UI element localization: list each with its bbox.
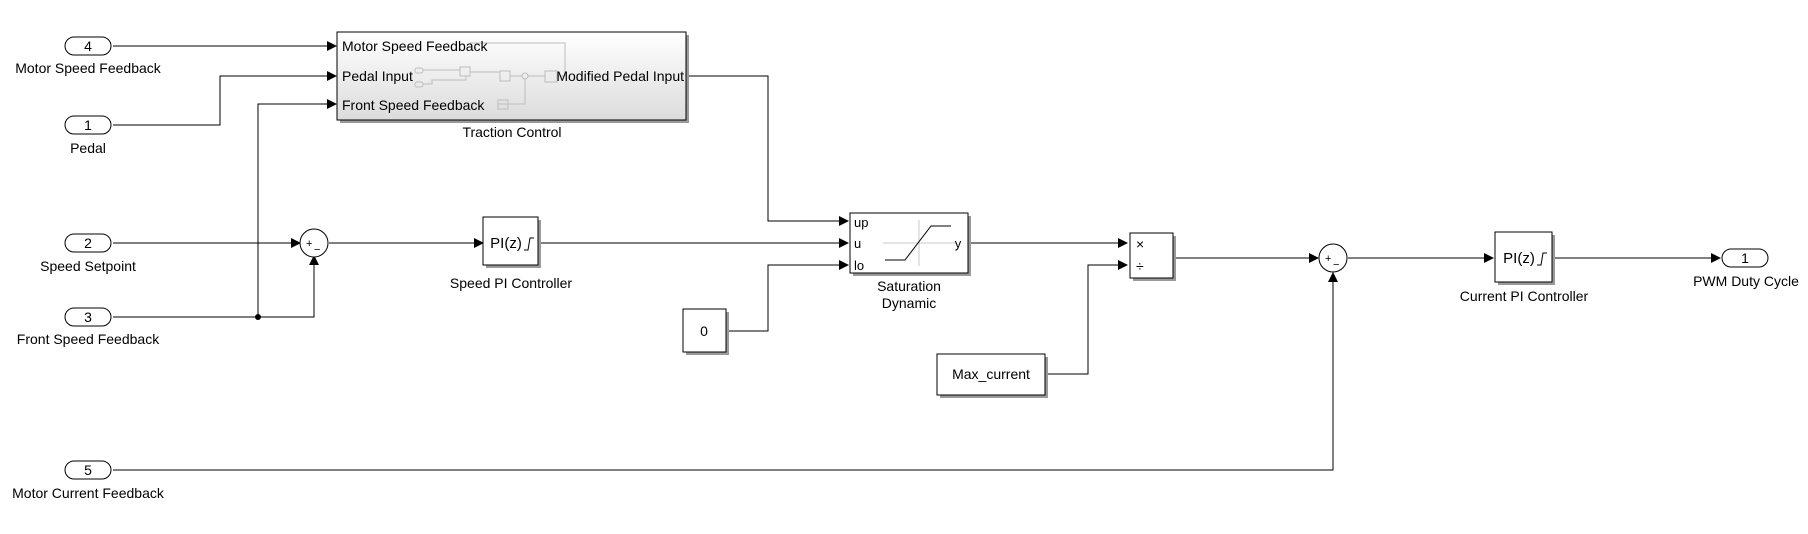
inport-2-label: Speed Setpoint	[40, 258, 136, 274]
saturation-label-line1: Saturation	[877, 278, 941, 294]
wire-front-speed-to-sum[interactable]	[258, 255, 319, 318]
inport-1-label: Pedal	[70, 140, 106, 156]
current-sum-block[interactable]: + −	[1318, 243, 1348, 273]
speed-pi-saturation-icon	[524, 237, 534, 251]
tc-port-motor-speed: Motor Speed Feedback	[342, 38, 489, 54]
current-pi-label: Current PI Controller	[1460, 288, 1589, 304]
inport-5-number: 5	[84, 462, 92, 478]
speed-sum-block[interactable]: + −	[299, 228, 329, 258]
product-block[interactable]: × ÷	[1129, 232, 1176, 281]
inport-2[interactable]: 2 Speed Setpoint	[40, 233, 136, 274]
outport-1-number: 1	[1741, 250, 1749, 266]
speed-sum-minus: −	[314, 244, 320, 256]
speed-pi-text: PI(z)	[490, 235, 522, 252]
outport-1-label: PWM Duty Cycle	[1693, 273, 1799, 289]
wire-front-speed-to-tc[interactable]	[257, 99, 337, 317]
inport-3-number: 3	[84, 309, 92, 325]
inport-4-label: Motor Speed Feedback	[15, 60, 162, 76]
sat-port-up: up	[854, 215, 868, 230]
max-current-block[interactable]: Max_current	[936, 353, 1048, 398]
wire-max-current[interactable]	[1046, 260, 1128, 375]
wire-zero[interactable]	[724, 260, 849, 332]
saturation-dynamic-block[interactable]: up u lo y Saturation Dynamic	[849, 212, 971, 311]
inport-3-label: Front Speed Feedback	[17, 331, 160, 347]
inport-4[interactable]: 4 Motor Speed Feedback	[15, 36, 162, 76]
sat-port-lo: lo	[854, 258, 864, 273]
speed-sum-plus: +	[306, 238, 312, 250]
sat-port-u: u	[854, 236, 861, 251]
signal-lines	[113, 41, 1721, 471]
inport-2-number: 2	[84, 235, 92, 251]
current-sum-plus: +	[1325, 253, 1331, 265]
max-current-value: Max_current	[952, 366, 1030, 382]
current-sum-minus: −	[1333, 259, 1339, 271]
wire-pedal[interactable]	[113, 71, 337, 126]
inport-3[interactable]: 3 Front Speed Feedback	[17, 307, 160, 347]
current-pi-saturation-icon	[1537, 252, 1547, 266]
tc-port-pedal-input: Pedal Input	[342, 68, 413, 84]
current-pi-controller[interactable]: PI(z) Current PI Controller	[1460, 231, 1589, 304]
inport-4-number: 4	[84, 38, 92, 54]
speed-pi-controller[interactable]: PI(z) Speed PI Controller	[450, 216, 573, 291]
inport-1-number: 1	[84, 117, 92, 133]
wire-modified-pedal[interactable]	[688, 75, 849, 226]
saturation-curve-icon	[885, 225, 951, 261]
inport-5[interactable]: 5 Motor Current Feedback	[12, 460, 165, 501]
inport-5-label: Motor Current Feedback	[12, 485, 165, 501]
tc-port-modified-pedal: Modified Pedal Input	[556, 68, 684, 84]
outport-1[interactable]: 1 PWM Duty Cycle	[1693, 248, 1799, 289]
branch-point	[255, 314, 261, 320]
inport-1[interactable]: 1 Pedal	[64, 115, 112, 156]
traction-control-label: Traction Control	[462, 124, 561, 140]
product-divide-icon: ÷	[1136, 258, 1144, 274]
traction-control-block[interactable]: Motor Speed Feedback Pedal Input Front S…	[336, 31, 689, 140]
wire-motor-current[interactable]	[113, 272, 1338, 471]
sat-port-y: y	[955, 236, 962, 251]
constant-zero-value: 0	[700, 323, 708, 339]
tc-port-front-speed: Front Speed Feedback	[342, 97, 485, 113]
current-pi-text: PI(z)	[1503, 250, 1535, 267]
product-multiply-icon: ×	[1136, 236, 1144, 252]
saturation-label-line2: Dynamic	[882, 295, 936, 311]
speed-pi-label: Speed PI Controller	[450, 275, 573, 291]
constant-zero-block[interactable]: 0	[682, 308, 729, 355]
subsystem-preview	[414, 42, 566, 110]
saturation-gridline-icon	[883, 220, 955, 266]
